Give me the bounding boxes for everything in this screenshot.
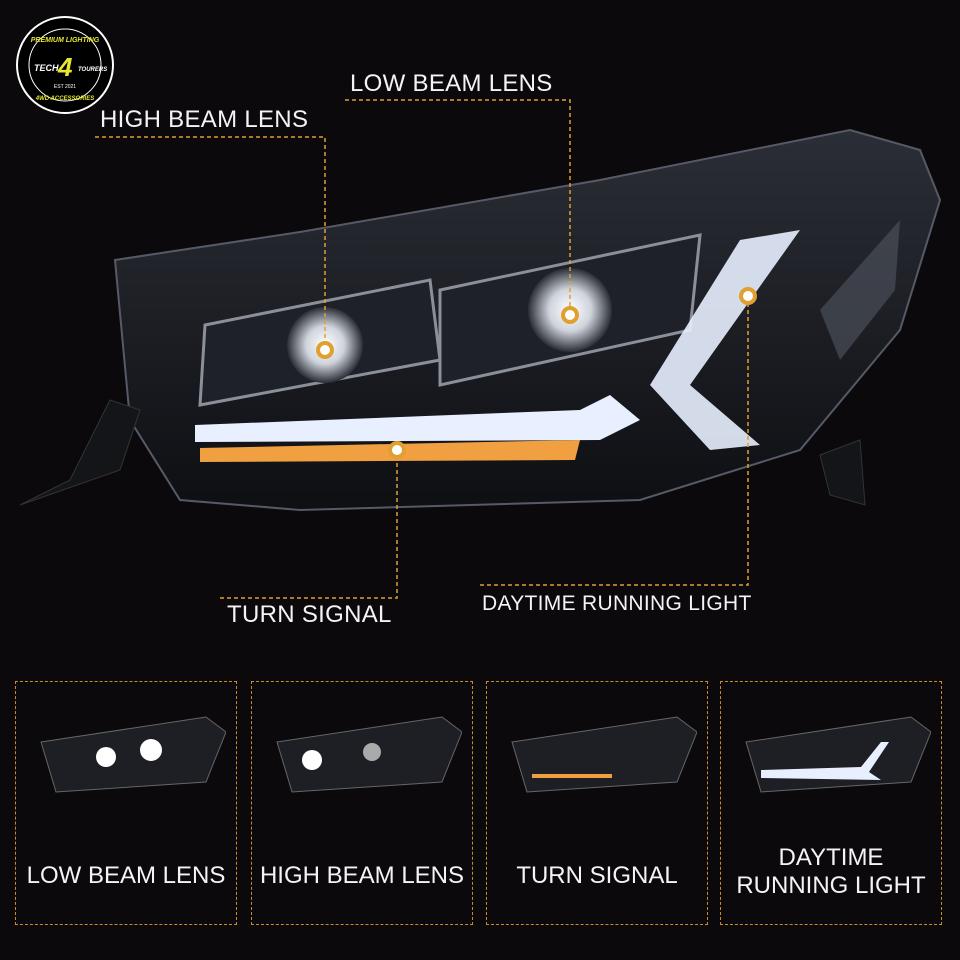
svg-text:TOURERS: TOURERS [78,67,107,73]
drl-callout: DAYTIME RUNNING LIGHT [482,592,752,615]
headlight-thumbnail [40,716,226,793]
headlight-illustration [19,99,942,599]
high-beam-callout: HIGH BEAM LENS [100,106,309,133]
panel-label: DAYTIME RUNNING LIGHT [736,844,926,899]
headlight-thumbnail [511,716,697,793]
svg-text:EST 2021: EST 2021 [54,84,76,90]
svg-text:PREMIUM LIGHTING: PREMIUM LIGHTING [31,37,100,44]
panel-label: HIGH BEAM LENS [259,862,465,889]
panel-label: TURN SIGNAL [516,862,678,889]
panel-high-beam: HIGH BEAM LENS [251,681,473,925]
svg-text:TECH: TECH [34,63,59,73]
turn-signal-callout: TURN SIGNAL [227,601,392,628]
panel-drl: DAYTIME RUNNING LIGHT [720,681,942,925]
svg-text:4: 4 [57,52,73,82]
panel-turn-signal: TURN SIGNAL [486,681,708,925]
panel-low-beam: LOW BEAM LENS [15,681,237,925]
low-beam-callout: LOW BEAM LENS [350,70,553,97]
headlight-thumbnail [745,716,931,793]
svg-text:4WD ACCESSORIES: 4WD ACCESSORIES [35,96,94,102]
brand-logo: PREMIUM LIGHTING TECH 4 TOURERS EST 2021… [14,14,116,116]
headlight-thumbnail [276,716,462,793]
panel-label: LOW BEAM LENS [26,862,226,889]
